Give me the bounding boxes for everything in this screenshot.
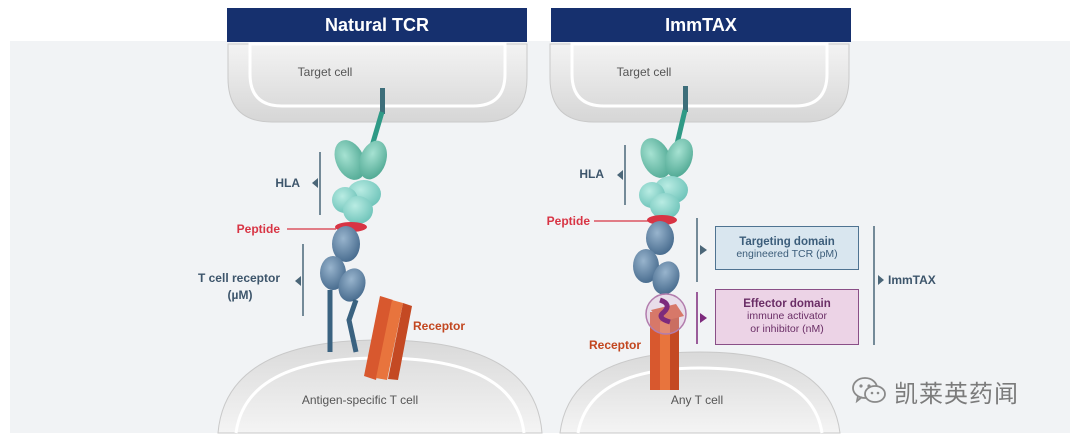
right-target-cell [549, 42, 850, 123]
targeting-domain-desc: engineered TCR (pM) [736, 247, 838, 260]
right-hla-label: HLA [579, 167, 604, 181]
effector-domain-desc-1: immune activator [747, 310, 827, 322]
effector-domain-title: Effector domain [743, 298, 831, 310]
left-t-cell-label: Antigen-specific T cell [302, 393, 418, 407]
targeting-domain-box: Targeting domain engineered TCR (pM) [715, 226, 859, 270]
wechat-icon [852, 377, 886, 404]
left-hla-arrow [312, 178, 318, 188]
left-target-cell [227, 42, 528, 123]
right-effector-arrow [700, 313, 707, 323]
watermark: 凯莱英药闻 [852, 371, 1019, 411]
right-hla-molecule [639, 86, 694, 219]
left-target-cell-label: Target cell [298, 65, 353, 79]
left-tcr-label: T cell receptor [198, 271, 280, 285]
left-hla-label: HLA [275, 176, 300, 190]
right-effector-domain [645, 293, 687, 335]
immtax-header: ImmTAX [551, 8, 851, 42]
immtax-arrow [878, 275, 884, 285]
diagram-background [10, 41, 1070, 433]
right-t-cell-label: Any T cell [671, 393, 723, 407]
left-tcr-molecule [320, 226, 366, 353]
right-peptide-label: Peptide [547, 214, 591, 228]
right-receptor-label: Receptor [589, 338, 641, 352]
right-hla-arrow [617, 170, 623, 180]
right-tcr-molecule [633, 221, 680, 295]
left-tcr-affinity: (µM) [228, 288, 253, 302]
natural-tcr-header: Natural TCR [227, 8, 527, 42]
left-receptor [364, 296, 412, 380]
left-tcr-arrow [295, 276, 301, 286]
watermark-text: 凯莱英药闻 [894, 379, 1019, 408]
right-t-cell [559, 351, 841, 434]
effector-domain-box: Effector domain immune activator or inhi… [715, 289, 859, 345]
right-target-cell-label: Target cell [617, 65, 672, 79]
left-receptor-label: Receptor [413, 319, 465, 333]
right-targeting-arrow [700, 245, 707, 255]
immtax-label: ImmTAX [888, 273, 936, 287]
effector-domain-desc-2: or inhibitor (nM) [750, 323, 824, 335]
targeting-domain-title: Targeting domain [739, 235, 835, 248]
left-hla-molecule [332, 88, 388, 224]
left-peptide-label: Peptide [237, 222, 281, 236]
